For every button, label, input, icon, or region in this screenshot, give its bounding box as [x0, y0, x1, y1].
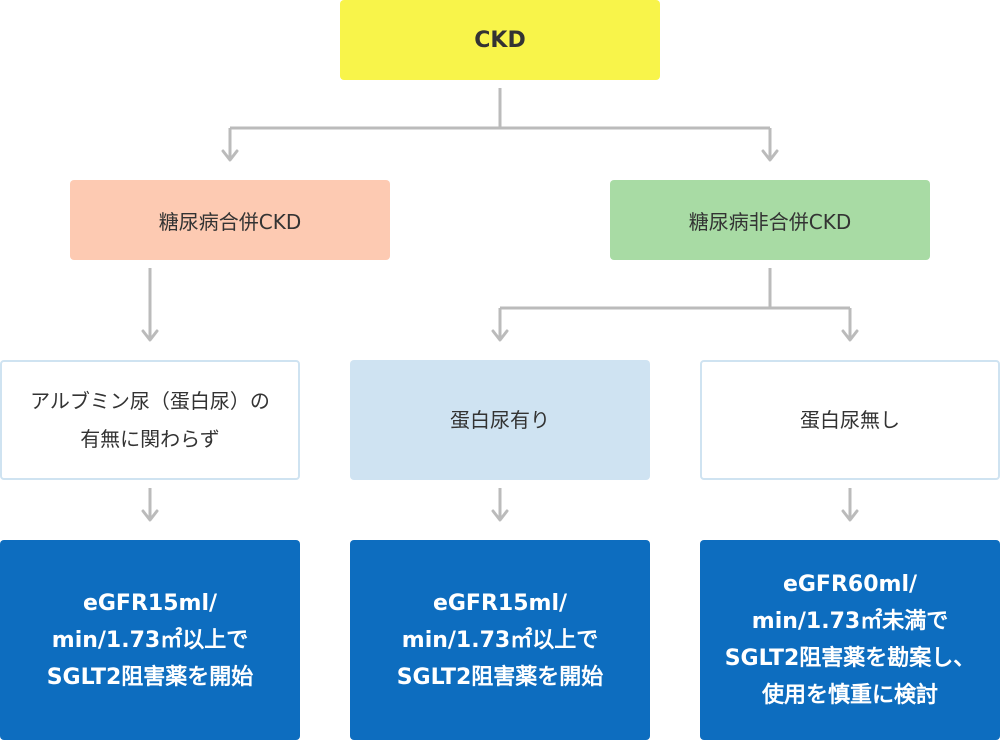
node-result-2-label: eGFR15ml/ min/1.73㎡以上で SGLT2阻害薬を開始: [396, 590, 604, 690]
node-result-1-label: eGFR15ml/ min/1.73㎡以上で SGLT2阻害薬を開始: [46, 590, 254, 690]
node-diabetic-ckd: 糖尿病合併CKD: [70, 180, 390, 260]
arrowhead: [141, 509, 159, 522]
node-proteinuria-yes: 蛋白尿有り: [350, 360, 650, 480]
node-ckd: CKD: [340, 0, 660, 80]
arrowhead: [141, 329, 159, 342]
node-non-diabetic-ckd: 糖尿病非合併CKD: [610, 180, 930, 260]
node-albuminuria-any: アルブミン尿（蛋白尿）の 有無に関わらず: [0, 360, 300, 480]
arrowhead: [491, 329, 509, 342]
node-proteinuria-no-label: 蛋白尿無し: [800, 408, 900, 432]
node-ckd-label: CKD: [474, 27, 526, 53]
connector-root-split: [228, 88, 772, 158]
node-proteinuria-yes-label: 蛋白尿有り: [450, 408, 550, 432]
node-proteinuria-no: 蛋白尿無し: [700, 360, 1000, 480]
node-result-1: eGFR15ml/ min/1.73㎡以上で SGLT2阻害薬を開始: [0, 540, 300, 740]
node-result-2: eGFR15ml/ min/1.73㎡以上で SGLT2阻害薬を開始: [350, 540, 650, 740]
arrowhead: [841, 509, 859, 522]
arrowhead: [761, 149, 779, 162]
node-non-diabetic-ckd-label: 糖尿病非合併CKD: [688, 209, 852, 234]
connector-nondiabetic-split: [498, 268, 852, 338]
node-result-3-label: eGFR60ml/ min/1.73㎡未満で SGLT2阻害薬を勘案し、 使用を…: [724, 572, 976, 708]
arrowhead: [491, 509, 509, 522]
arrowhead: [221, 149, 239, 162]
node-result-3: eGFR60ml/ min/1.73㎡未満で SGLT2阻害薬を勘案し、 使用を…: [700, 540, 1000, 740]
node-diabetic-ckd-label: 糖尿病合併CKD: [158, 209, 302, 234]
arrowhead: [841, 329, 859, 342]
node-albuminuria-any-label: アルブミン尿（蛋白尿）の 有無に関わらず: [30, 389, 270, 451]
